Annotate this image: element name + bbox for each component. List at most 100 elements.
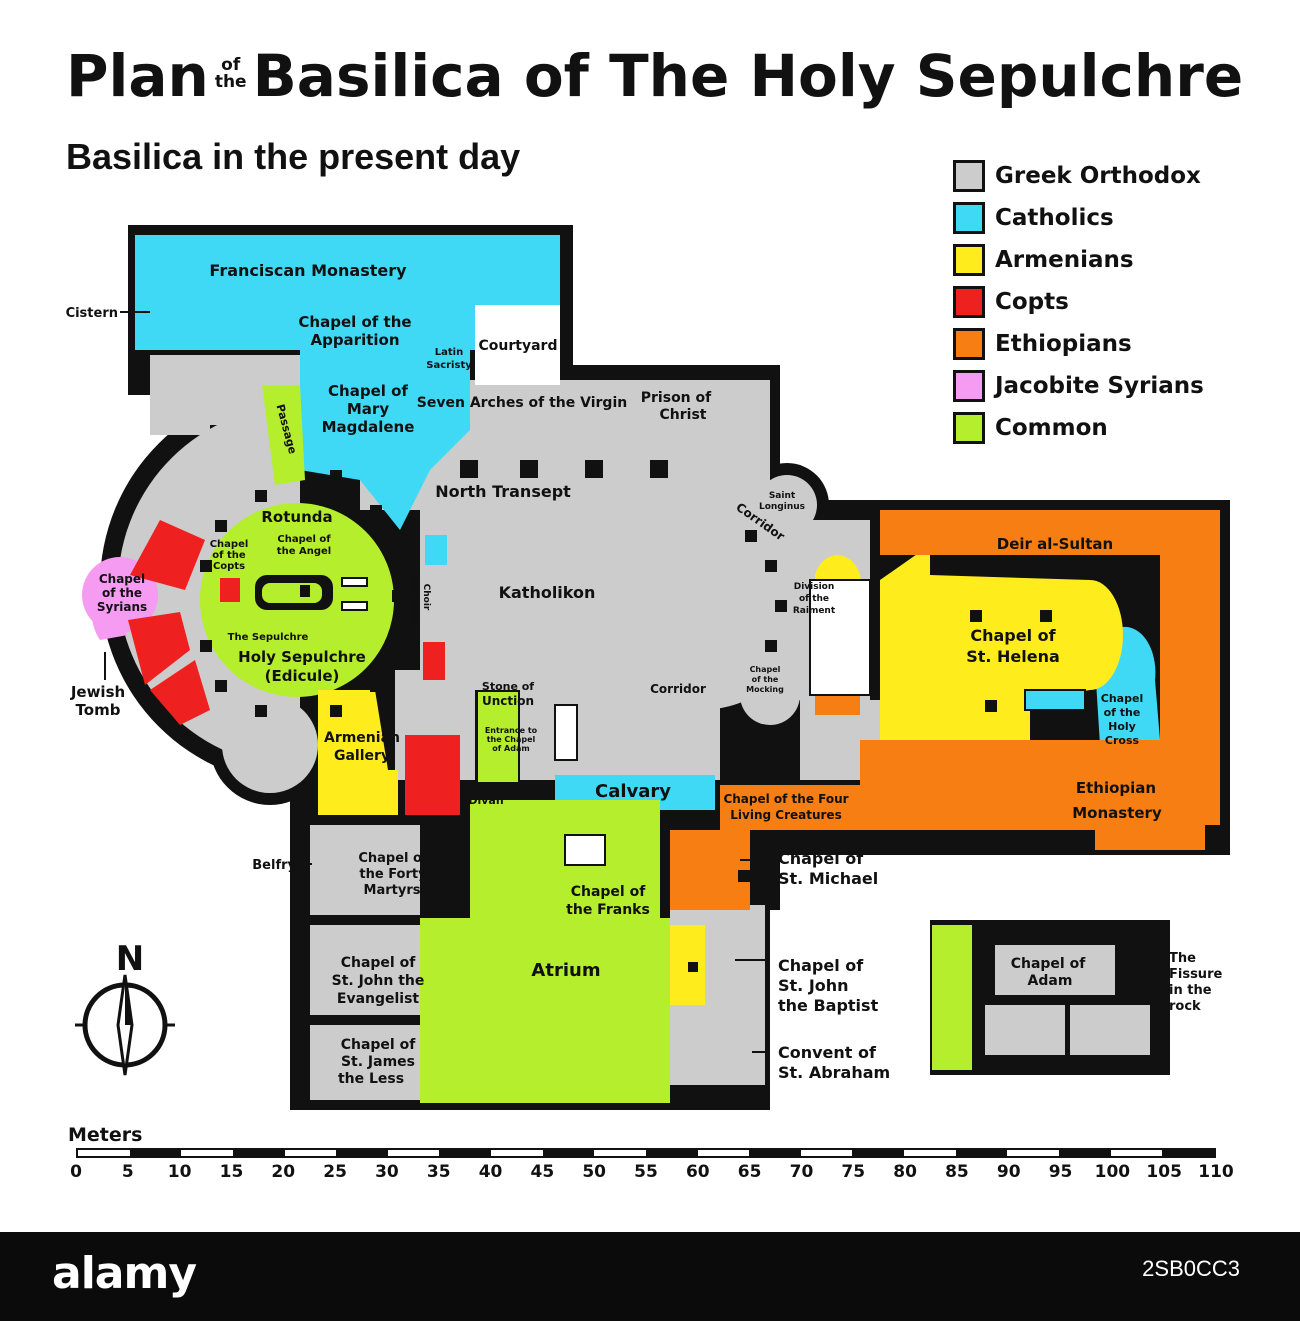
copt-areas [128,520,460,815]
scale-segment [594,1150,621,1156]
label-angel-2: the Angel [277,546,331,557]
scale-segment [413,1150,440,1156]
label-four-living-2: Living Creatures [730,808,841,822]
scale-segment [78,1150,104,1156]
courtyard-area [475,305,560,385]
label-prison-1: Prison of [641,390,712,406]
scale-segment [516,1150,543,1156]
label-moslem-divan-1: Moslem [468,781,516,794]
label-helena-2: St. Helena [966,647,1060,666]
scale-segment [542,1150,569,1156]
scale-tick-label: 85 [945,1162,969,1182]
scale-segment [387,1150,414,1156]
legend-item-ethiopians: Ethiopians [953,323,1204,365]
label-calvary: Calvary [595,781,671,802]
scale-segment [800,1150,827,1156]
scale-segment [361,1150,388,1156]
scale-segment [929,1150,956,1156]
compass-icon [75,974,175,1076]
scale-tick-label: 45 [530,1162,555,1182]
label-forty-martyrs-1: Chapel of [358,851,428,866]
scale-segment [129,1150,156,1156]
scale-segment [258,1150,285,1156]
label-franciscan-monastery: Franciscan Monastery [209,261,407,280]
label-mary-2: Mary [347,400,389,418]
scale-segment [232,1150,259,1156]
legend-swatch [953,160,985,192]
label-fissure-1: The [1169,951,1196,966]
label-raiment-1: Division [794,582,835,592]
scale-segment [645,1150,672,1156]
scale-segment [103,1150,130,1156]
label-mocking-3: Mocking [746,685,784,694]
label-john-evangelist-3: Evangelist [337,991,420,1007]
scale-segment [697,1150,724,1156]
scale-segment [207,1150,233,1156]
label-holy-cross-2: of the [1104,706,1141,719]
scale-tick-label: 70 [789,1162,814,1182]
scale-segment [904,1150,930,1156]
scale-segment [852,1150,879,1156]
label-prison-2: Christ [660,407,707,423]
ethiopian-areas [670,510,1220,910]
map-subtitle: Basilica in the present day [66,136,521,177]
label-jewish-tomb-1: Jewish [70,683,125,701]
scale-tick-label: 65 [737,1162,762,1182]
scale-tick-label: 75 [841,1162,866,1182]
scale-segment [1007,1150,1034,1156]
label-syrians-3: Syrians [97,600,147,614]
scale-tick-label: 30 [375,1162,399,1182]
scale-tick-label: 90 [996,1162,1021,1182]
watermark-bar: alamy 2SB0CC3 [0,1232,1300,1321]
label-fissure-3: in the [1169,983,1212,998]
scale-segment [568,1150,595,1156]
label-entrance-adam-3: of Adam [492,744,529,753]
scale-tick-label: 5 [121,1162,134,1182]
label-mary-3: Magdalene [322,418,415,436]
label-helena-1: Chapel of [970,626,1056,645]
label-entrance-adam-2: the Chapel [487,735,536,744]
scale-tick-label: 25 [323,1162,347,1182]
watermark-logo: alamy [52,1248,197,1299]
compass-north: N [116,939,144,979]
label-cistern: Cistern [66,306,118,321]
label-stone-unction-2: Unction [482,694,534,708]
legend-item-armenians: Armenians [953,239,1204,281]
scale-segment [465,1150,491,1156]
label-james-1: Chapel of [341,1037,416,1053]
label-raiment-2: of the [799,594,829,604]
label-seven-arches: Seven Arches of the Virgin [417,395,627,411]
label-franks-2: the Franks [566,902,650,918]
label-latin-sacristy-2: Sacristy [426,360,472,371]
label-latin-sacristy-1: Latin [435,347,463,358]
scale-segment [671,1150,698,1156]
label-franks-1: Chapel of [571,884,646,900]
scale-tick-label: 95 [1048,1162,1073,1182]
label-holy-cross-3: Holy [1108,720,1136,733]
scale-tick-label: 100 [1094,1162,1131,1182]
scale-segment [723,1150,750,1156]
label-franciscan-choir-2: Choir [421,584,431,611]
scale-tick-label: 110 [1198,1162,1234,1182]
scale-segment [1136,1150,1163,1156]
label-ethiopian-monastery-2: Monastery [1072,804,1162,822]
scale-tick-label: 105 [1146,1162,1182,1182]
label-copts-1: Chapel [210,539,249,550]
label-abraham-1: Convent of [778,1043,877,1062]
legend-swatch [953,370,985,402]
label-john-evangelist-1: Chapel of [341,955,416,971]
label-apparition-1: Chapel of the [298,313,411,331]
scale-segment [1110,1150,1137,1156]
label-mocking-1: Chapel [750,665,781,674]
scale-bar [76,1148,1216,1158]
label-four-living-1: Chapel of the Four [723,792,848,806]
katholikon-floor [450,545,700,660]
scale-tick-label: 55 [634,1162,658,1182]
label-holy-cross-1: Chapel [1101,692,1143,705]
scale-segment [1162,1150,1188,1156]
scale-segment [749,1150,775,1156]
label-john-baptist-2: St. John [778,976,849,995]
legend-item-greek-orthodox: Greek Orthodox [953,155,1204,197]
label-james-2: St. James [341,1054,415,1070]
